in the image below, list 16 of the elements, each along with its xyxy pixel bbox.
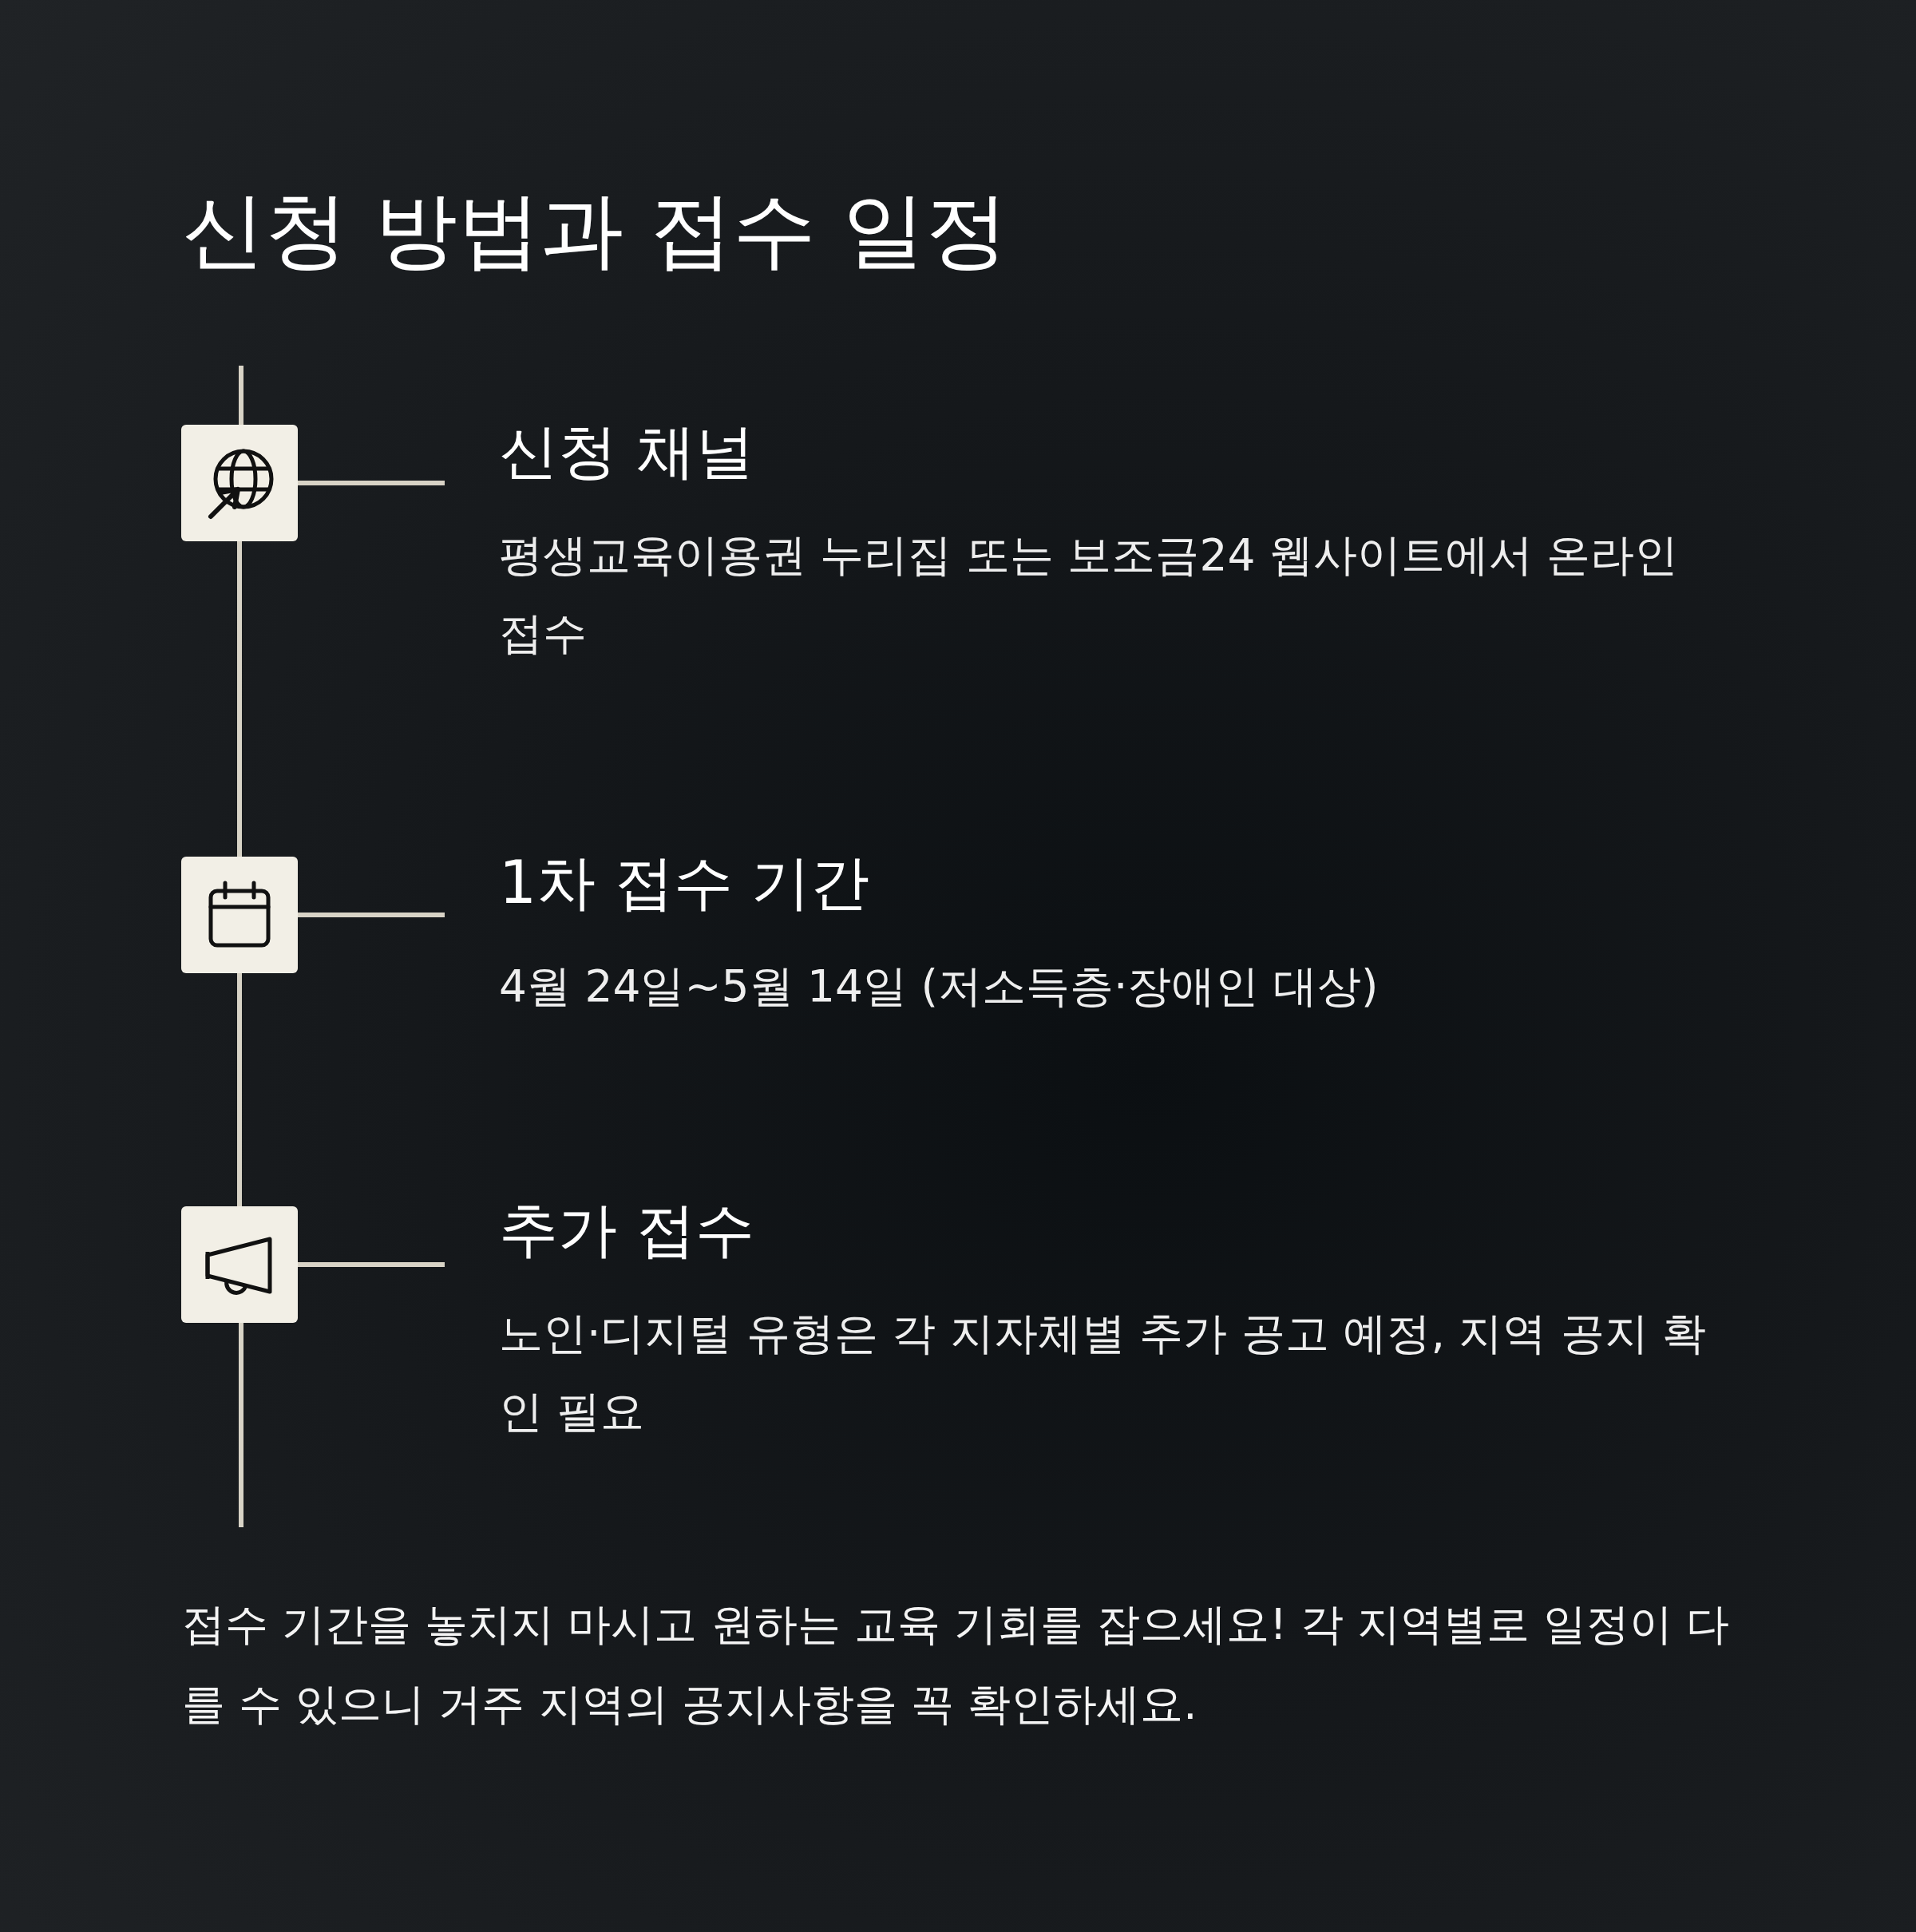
connector-line: [298, 481, 445, 485]
step-description: 4월 24일~5월 14일 (저소득층·장애인 대상): [499, 960, 1380, 1013]
icon-tile: [181, 857, 298, 973]
timeline-line: [237, 541, 242, 857]
timeline-line: [237, 973, 242, 1206]
icon-tile: [181, 1206, 298, 1323]
footer-note: 접수 기간을 놓치지 마시고 원하는 교육 기회를 잡으세요! 각 지역별로 일정이 다를 수 있으니 거주 지역의 공지사항을 꼭 확인하세요.: [182, 1598, 1731, 1731]
step-heading: 1차 접수 기간: [499, 847, 870, 918]
step-description: 노인·디지털 유형은 각 지자체별 추가 공고 예정, 지역 공지 확인 필요: [499, 1307, 1708, 1439]
connector-line: [298, 913, 445, 917]
step-description: 평생교육이용권 누리집 또는 보조금24 웹사이트에서 온라인 접수: [499, 529, 1680, 660]
icon-tile: [181, 425, 298, 541]
connector-line: [298, 1262, 445, 1267]
step-heading: 추가 접수: [499, 1194, 754, 1265]
title: 신청 방법과 접수 일정: [182, 180, 1009, 280]
step-heading: 신청 채널: [499, 416, 754, 487]
